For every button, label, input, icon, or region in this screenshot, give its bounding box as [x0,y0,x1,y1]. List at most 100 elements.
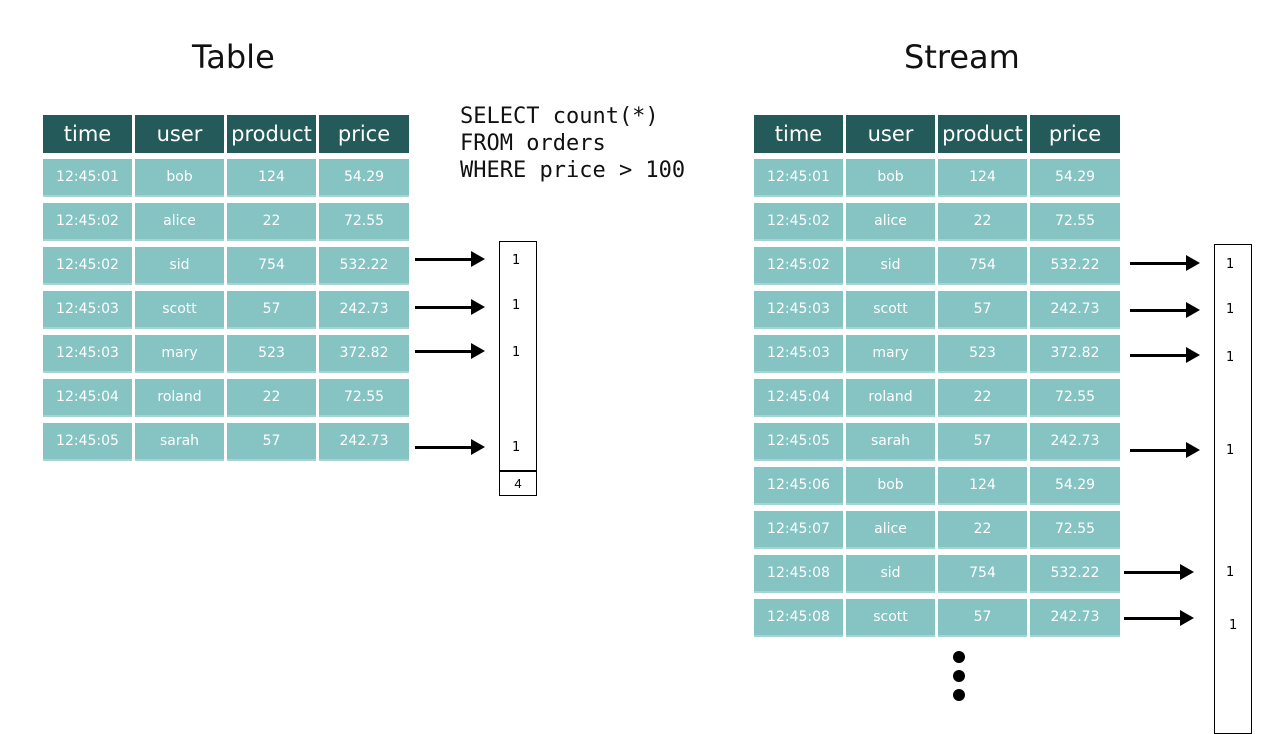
sql-line-select: SELECT count(*) [460,104,659,129]
table-cell: 242.73 [319,423,409,461]
table-cell: 54.29 [1030,159,1120,197]
table-cell: 72.55 [319,379,409,417]
table-cell: 12:45:01 [43,159,132,197]
table-cell: 532.22 [1030,555,1120,593]
table-cell: 12:45:03 [754,335,843,373]
table-cell: 12:45:06 [754,467,843,505]
count-value: 1 [1226,350,1235,365]
table-cell: 54.29 [1030,467,1120,505]
table-cell: sarah [846,423,935,461]
table-cell: sarah [135,423,224,461]
table-cell: alice [846,511,935,549]
table-cell: 242.73 [1030,599,1120,637]
table-cell: 22 [227,203,316,241]
table-cell: 532.22 [1030,247,1120,285]
column-header: time [754,115,843,153]
table-cell: 523 [227,335,316,373]
table-cell: roland [135,379,224,417]
table-cell: 72.55 [1030,203,1120,241]
table-cell: bob [846,159,935,197]
table-cell: sid [846,555,935,593]
table-cell: 242.73 [1030,291,1120,329]
table-cell: 57 [938,291,1027,329]
table-cell: 12:45:03 [754,291,843,329]
table-count-total: 4 [499,470,537,496]
stream-count-column [1214,244,1252,734]
table-cell: 12:45:05 [43,423,132,461]
table-cell: alice [846,203,935,241]
table-cell: 12:45:01 [754,159,843,197]
table-cell: 242.73 [1030,423,1120,461]
table-cell: 242.73 [319,291,409,329]
table-cell: 12:45:04 [43,379,132,417]
table-cell: sid [135,247,224,285]
table-cell: scott [135,291,224,329]
stream-title: Stream [904,38,1020,76]
count-value: 1 [512,253,521,268]
column-header: time [43,115,132,153]
column-header: price [319,115,409,153]
table-count-column [499,241,537,472]
table-cell: scott [846,599,935,637]
column-header: product [938,115,1027,153]
table-title: Table [192,38,275,76]
table-cell: 124 [227,159,316,197]
table-cell: 57 [938,599,1027,637]
sql-line-where: WHERE price > 100 [460,158,686,183]
table-cell: 12:45:02 [43,247,132,285]
table-cell: 12:45:03 [43,291,132,329]
table-cell: 12:45:05 [754,423,843,461]
table-cell: 57 [938,423,1027,461]
table-cell: 72.55 [1030,379,1120,417]
count-value: 1 [1226,443,1235,458]
table-cell: 372.82 [1030,335,1120,373]
table-cell: 124 [938,159,1027,197]
table-cell: 523 [938,335,1027,373]
table-cell: 12:45:07 [754,511,843,549]
continuation-dot [953,670,965,682]
table-cell: 72.55 [1030,511,1120,549]
table-cell: 532.22 [319,247,409,285]
table-cell: mary [846,335,935,373]
table-cell: 754 [938,247,1027,285]
continuation-dot [953,689,965,701]
count-value: 1 [1226,565,1235,580]
table-cell: roland [846,379,935,417]
table-cell: 22 [938,203,1027,241]
table-cell: 57 [227,291,316,329]
count-value: 1 [1226,257,1235,272]
continuation-dot [953,651,965,663]
table-cell: bob [846,467,935,505]
column-header: user [135,115,224,153]
table-cell: 57 [227,423,316,461]
table-cell: mary [135,335,224,373]
table-cell: 12:45:04 [754,379,843,417]
table-cell: 12:45:03 [43,335,132,373]
table-cell: 12:45:02 [754,247,843,285]
table-cell: 124 [938,467,1027,505]
count-value: 1 [512,440,521,455]
table-cell: 12:45:02 [43,203,132,241]
table-cell: 12:45:08 [754,555,843,593]
sql-line-from: FROM orders [460,131,606,156]
count-value: 1 [1226,302,1235,317]
table-cell: 754 [227,247,316,285]
table-cell: bob [135,159,224,197]
count-value: 1 [512,298,521,313]
table-cell: 54.29 [319,159,409,197]
